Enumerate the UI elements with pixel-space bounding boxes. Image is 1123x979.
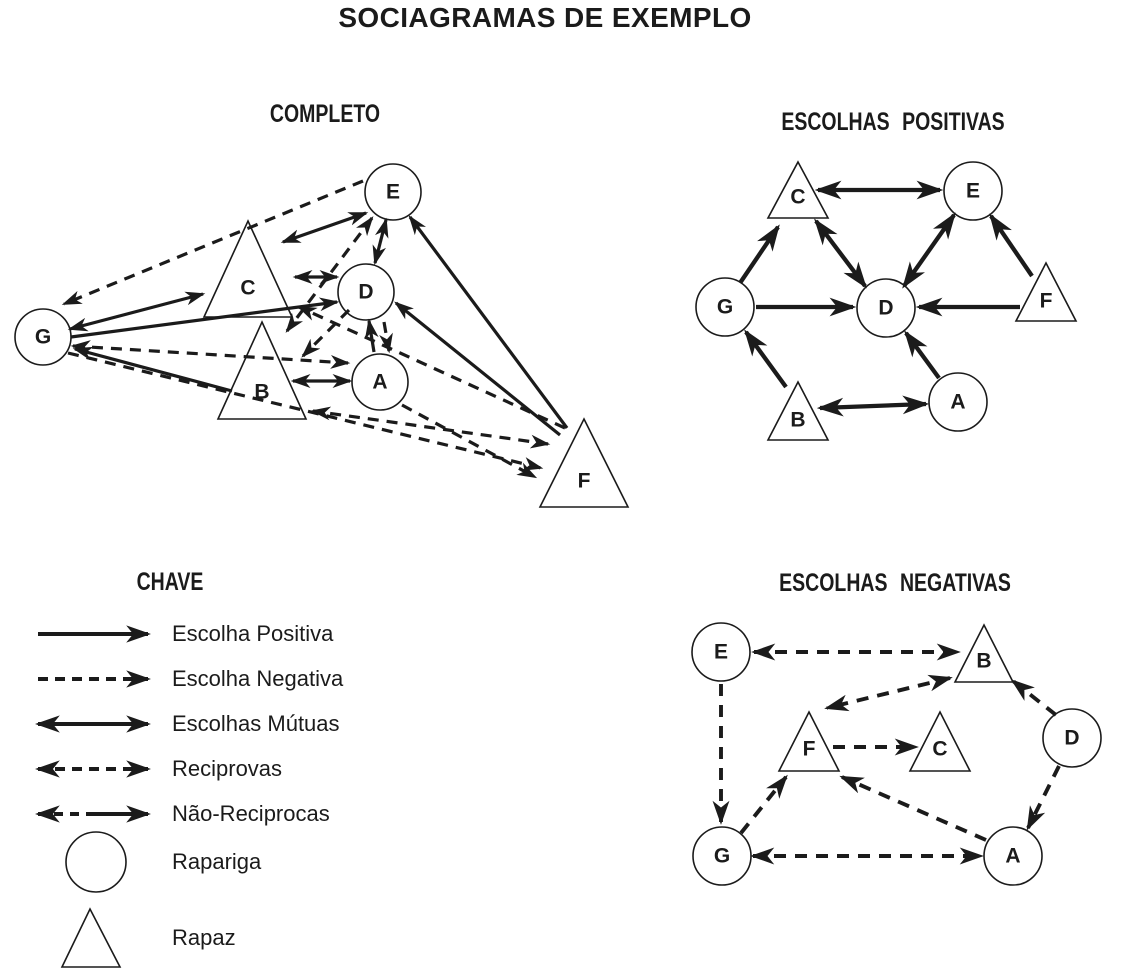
edge-negativas-b-f: [824, 674, 953, 712]
node-completo-E: [364, 163, 422, 221]
edge-completo-f-e: [408, 215, 569, 429]
node-label-completo-B: B: [254, 381, 269, 404]
edge-negativas-d-b: [1010, 679, 1058, 717]
node-label-completo-C: C: [240, 277, 255, 300]
node-positivas-E: [943, 161, 1003, 221]
node-label-negativas-G: G: [714, 845, 730, 868]
edge-negativas-a-f: [839, 775, 987, 842]
node-label-positivas-C: C: [790, 186, 805, 209]
legend-label-nao-reciprocas: Não-Reciprocas: [172, 801, 330, 826]
node-label-completo-G: G: [35, 326, 51, 349]
edge-positivas-g-c: [738, 224, 780, 285]
legend-glyph-circle: [65, 831, 127, 893]
edge-completo-e-g: [61, 179, 364, 306]
node-label-negativas-B: B: [976, 650, 991, 673]
legend-label-escolhas-mutuas: Escolhas Mútuas: [172, 711, 340, 736]
node-label-negativas-F: F: [803, 738, 816, 761]
edge-negativas-g-f: [739, 774, 788, 835]
edge-completo-f-b: [310, 406, 551, 449]
edge-completo-g-a: [70, 340, 351, 369]
node-label-positivas-E: E: [966, 180, 980, 203]
edge-positivas-b-a: [816, 395, 930, 417]
positivas-title: ESCOLHAS POSITIVAS: [781, 108, 1005, 136]
legend-label-escolha-positiva: Escolha Positiva: [172, 621, 334, 646]
negativas-title: ESCOLHAS NEGATIVAS: [779, 569, 1011, 597]
node-positivas-B: [766, 380, 830, 441]
node-label-negativas-C: C: [932, 738, 947, 761]
edge-completo-f-c: [296, 305, 566, 430]
node-positivas-G: [695, 277, 755, 337]
node-label-completo-E: E: [386, 181, 400, 204]
node-label-negativas-A: A: [1005, 845, 1020, 868]
edge-completo-d-b: [301, 308, 351, 358]
node-completo-B: [216, 320, 308, 420]
edge-completo-g-c: [67, 291, 206, 332]
node-completo-F: [538, 417, 630, 508]
node-label-positivas-G: G: [717, 296, 733, 319]
node-label-completo-D: D: [358, 281, 373, 304]
node-label-positivas-A: A: [950, 391, 965, 414]
node-label-completo-A: A: [372, 371, 387, 394]
legend-label-rapariga: Rapariga: [172, 849, 262, 874]
edge-positivas-a-d: [904, 330, 941, 380]
node-positivas-F: [1014, 261, 1078, 322]
edge-positivas-f-e: [989, 213, 1034, 278]
node-negativas-E: [691, 622, 751, 682]
node-completo-C: [202, 219, 294, 318]
legend-title: CHAVE: [136, 568, 204, 596]
edge-positivas-b-g: [744, 329, 788, 389]
node-negativas-F: [777, 710, 841, 772]
edge-completo-d-e: [372, 217, 389, 266]
node-negativas-D: [1042, 708, 1102, 768]
edge-negativas-d-a: [1026, 765, 1061, 831]
edge-completo-a-f: [401, 403, 538, 479]
node-label-positivas-D: D: [878, 297, 893, 320]
legend-glyph-triangle: [60, 907, 122, 968]
edge-positivas-d-e: [902, 212, 956, 289]
node-label-completo-F: F: [578, 470, 591, 493]
node-label-positivas-F: F: [1040, 290, 1053, 313]
edge-completo-a-d: [364, 318, 379, 353]
legend-label-escolha-negativa: Escolha Negativa: [172, 666, 344, 691]
node-label-negativas-D: D: [1064, 727, 1079, 750]
node-negativas-A: [983, 826, 1043, 886]
node-positivas-D: [856, 278, 916, 338]
node-label-negativas-E: E: [714, 641, 728, 664]
edge-completo-g-f: [67, 351, 544, 471]
completo-title: COMPLETO: [269, 100, 381, 128]
legend-label-reciprovas: Reciprovas: [172, 756, 283, 781]
page-title: SOCIAGRAMAS DE EXEMPLO: [338, 2, 752, 33]
node-negativas-B: [953, 623, 1015, 683]
node-positivas-C: [766, 160, 830, 219]
node-label-positivas-B: B: [790, 409, 805, 432]
legend-label-rapaz: Rapaz: [172, 925, 236, 950]
edge-positivas-c-d: [814, 218, 867, 289]
node-negativas-C: [908, 710, 972, 772]
edge-completo-c-e: [280, 211, 369, 244]
